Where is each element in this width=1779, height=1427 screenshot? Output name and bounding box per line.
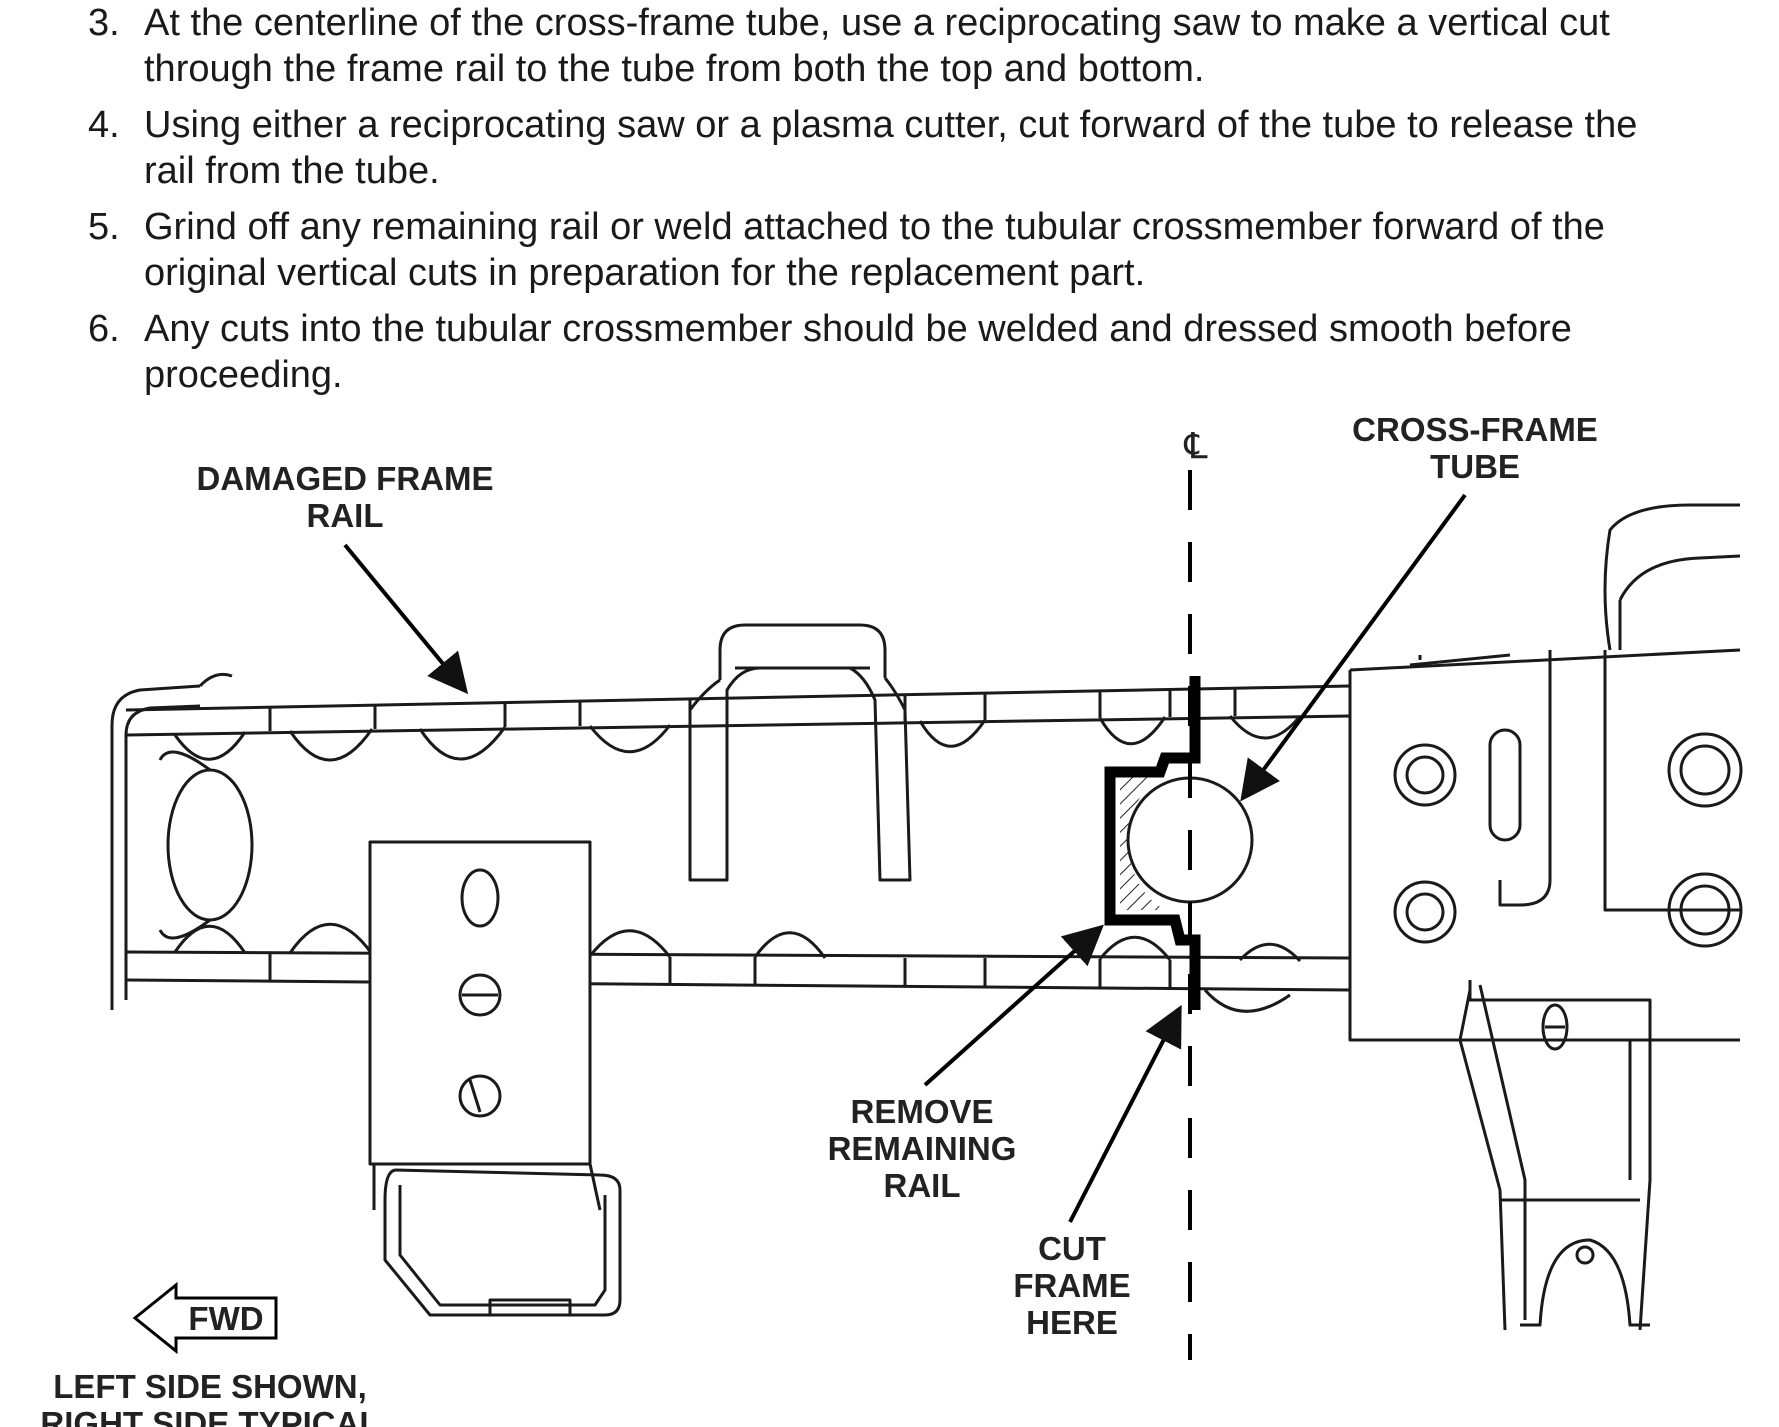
svg-text:REMOVE: REMOVE bbox=[850, 1093, 993, 1130]
svg-text:CROSS-FRAME: CROSS-FRAME bbox=[1352, 411, 1598, 448]
svg-text:DAMAGED FRAME: DAMAGED FRAME bbox=[197, 460, 494, 497]
arrow-damaged-rail bbox=[343, 543, 469, 695]
label-remove-remaining-rail: REMOVE REMAINING RAIL bbox=[828, 1093, 1017, 1204]
label-side-note: LEFT SIDE SHOWN, RIGHT SIDE TYPICAL bbox=[40, 1368, 379, 1427]
rail-front-end bbox=[110, 672, 233, 1010]
fwd-arrow: FWD bbox=[132, 1281, 278, 1355]
step-number: 6. bbox=[88, 308, 120, 350]
step-text-line: At the centerline of the cross-frame tub… bbox=[144, 2, 1610, 44]
svg-text:RIGHT SIDE TYPICAL: RIGHT SIDE TYPICAL bbox=[40, 1405, 379, 1427]
remaining-rail-hatch bbox=[1120, 772, 1165, 910]
step-text-line: Any cuts into the tubular crossmember sh… bbox=[144, 308, 1572, 350]
step-number: 5. bbox=[88, 206, 120, 248]
label-damaged-frame-rail: DAMAGED FRAME RAIL bbox=[197, 460, 494, 534]
rail-upper-flange bbox=[125, 684, 1351, 992]
step-text-line: rail from the tube. bbox=[144, 150, 440, 192]
step-text-line: original vertical cuts in preparation fo… bbox=[144, 252, 1146, 294]
step-text-line: through the frame rail to the tube from … bbox=[144, 48, 1205, 90]
svg-text:FRAME: FRAME bbox=[1013, 1267, 1130, 1304]
cut-line bbox=[1104, 676, 1201, 1010]
step-number: 4. bbox=[88, 104, 120, 146]
leader-arrows bbox=[343, 493, 1467, 1223]
rail-oval-opening bbox=[166, 768, 254, 922]
step-number: 3. bbox=[88, 2, 120, 44]
top-bracket bbox=[688, 623, 912, 882]
rail-upper-bumps bbox=[173, 687, 1302, 762]
fwd-label: FWD bbox=[188, 1300, 263, 1337]
svg-text:RAIL: RAIL bbox=[307, 497, 384, 534]
lower-mount-plate bbox=[368, 840, 622, 1317]
svg-text:CUT: CUT bbox=[1038, 1230, 1106, 1267]
svg-text:REMAINING: REMAINING bbox=[828, 1130, 1017, 1167]
step-text-line: proceeding. bbox=[144, 354, 343, 396]
rail-lower-bumps bbox=[173, 922, 1302, 1013]
svg-text:LEFT SIDE SHOWN,: LEFT SIDE SHOWN, bbox=[53, 1368, 367, 1405]
arrow-cut-frame bbox=[1068, 1004, 1182, 1223]
svg-text:RAIL: RAIL bbox=[884, 1167, 961, 1204]
svg-text:TUBE: TUBE bbox=[1430, 448, 1520, 485]
crossmember-assembly bbox=[1348, 503, 1743, 1331]
step-text-line: Grind off any remaining rail or weld att… bbox=[144, 206, 1605, 248]
instruction-steps: 3. At the centerline of the cross-frame … bbox=[80, 0, 1740, 408]
label-cut-frame-here: CUT FRAME HERE bbox=[1013, 1230, 1130, 1341]
step-6: 6. Any cuts into the tubular crossmember… bbox=[80, 306, 1740, 398]
arrow-cross-frame-tube bbox=[1240, 493, 1467, 802]
step-5: 5. Grind off any remaining rail or weld … bbox=[80, 204, 1740, 296]
step-4: 4. Using either a reciprocating saw or a… bbox=[80, 102, 1740, 194]
arrow-remove-rail bbox=[923, 924, 1104, 1087]
step-text-line: Using either a reciprocating saw or a pl… bbox=[144, 104, 1638, 146]
svg-text:HERE: HERE bbox=[1026, 1304, 1118, 1341]
label-cross-frame-tube: CROSS-FRAME TUBE bbox=[1352, 411, 1598, 485]
step-3: 3. At the centerline of the cross-frame … bbox=[80, 0, 1740, 92]
centerline-symbol: ℄ bbox=[1183, 425, 1207, 466]
